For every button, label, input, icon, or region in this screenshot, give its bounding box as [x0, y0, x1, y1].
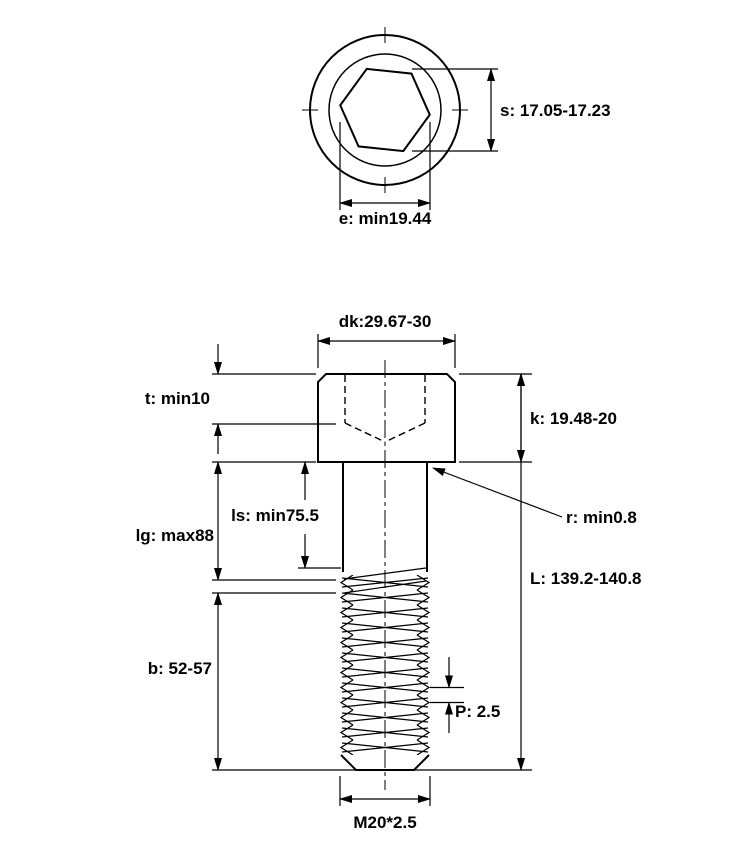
dimension-t: t: min10	[145, 344, 336, 454]
dimension-e: e: min19.44	[339, 122, 432, 228]
socket-hidden-line	[344, 422, 386, 443]
dimension-ls: ls: min75.5	[212, 461, 341, 569]
dimension-label-t: t: min10	[145, 389, 210, 408]
dimension-label-b: b: 52-57	[148, 659, 212, 678]
socket-hidden-line	[384, 422, 426, 443]
dimension-label-r: r: min0.8	[566, 508, 637, 527]
head-chamfer-circle	[328, 53, 442, 167]
dimension-label-lg: lg: max88	[136, 526, 214, 545]
dimension-label-k: k: 19.48-20	[530, 409, 617, 428]
dimension-label-ls: ls: min75.5	[231, 506, 319, 525]
leader-line	[432, 467, 563, 518]
top-view: s: 17.05-17.23 e: min19.44	[302, 27, 611, 228]
leader-r: r: min0.8	[432, 467, 637, 527]
dimension-lg: lg: max88	[136, 461, 336, 581]
dimension-label-P: P: 2.5	[455, 702, 500, 721]
dimension-L: L: 139.2-140.8	[517, 373, 642, 771]
side-view: dk:29.67-30 t: min10 k: 19.48-20 L: 139.…	[136, 312, 642, 832]
dimension-thread: M20*2.5	[339, 776, 431, 832]
dimension-label-thread: M20*2.5	[353, 813, 416, 832]
dimension-label-e: e: min19.44	[339, 209, 432, 228]
dimension-b: b: 52-57	[148, 592, 532, 771]
dimension-s: s: 17.05-17.23	[412, 68, 611, 152]
screw-head-outline	[317, 373, 456, 463]
dimension-label-L: L: 139.2-140.8	[530, 569, 642, 588]
thread-zone	[340, 575, 430, 755]
dimension-P: P: 2.5	[430, 657, 500, 733]
dimension-label-dk: dk:29.67-30	[339, 312, 432, 331]
hex-socket-hidden	[344, 375, 426, 443]
hex-socket-outline	[339, 67, 431, 153]
dimension-dk: dk:29.67-30	[317, 312, 456, 368]
dimension-label-s: s: 17.05-17.23	[500, 101, 611, 120]
